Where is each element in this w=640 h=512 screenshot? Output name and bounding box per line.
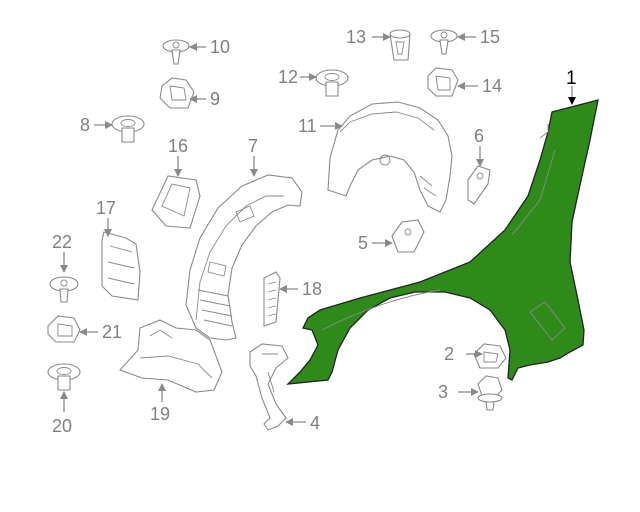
push-pin-icon[interactable]	[49, 276, 79, 303]
callout-10: 10	[210, 37, 230, 57]
callout-9: 9	[210, 89, 220, 109]
callout-3: 3	[438, 382, 448, 402]
callout-8: 8	[80, 115, 90, 135]
callout-11: 11	[298, 116, 317, 136]
front-fender-icon[interactable]	[286, 99, 599, 385]
clip-nut-icon[interactable]	[159, 77, 195, 109]
callout-18: 18	[302, 279, 322, 299]
callout-20: 20	[52, 416, 72, 436]
mounting-bracket-icon[interactable]	[391, 219, 425, 253]
callout-16: 16	[168, 136, 188, 156]
leader-lines	[60, 33, 576, 426]
rear-liner-icon[interactable]	[327, 101, 453, 213]
fender-liner-icon[interactable]	[185, 174, 303, 341]
callout-12: 12	[278, 67, 298, 87]
push-pin-icon[interactable]	[162, 39, 190, 65]
splash-shield-icon[interactable]	[119, 319, 223, 393]
callout-labels: 1 2 3 4 5 6 7 8 9 10 11 12 13 14 15 16 1…	[52, 27, 577, 436]
push-pin-icon[interactable]	[430, 29, 458, 55]
callout-6: 6	[474, 126, 484, 146]
callout-2: 2	[444, 344, 454, 364]
flange-bolt-icon[interactable]	[477, 375, 503, 411]
callout-15: 15	[480, 27, 500, 47]
seal-panel-icon[interactable]	[101, 231, 141, 301]
clip-nut-icon[interactable]	[47, 315, 81, 343]
callout-17: 17	[96, 198, 116, 218]
small-bracket-icon[interactable]	[467, 165, 491, 205]
clip-nut-icon[interactable]	[427, 67, 459, 97]
callout-14: 14	[482, 76, 502, 96]
callout-21: 21	[102, 322, 122, 342]
callout-5: 5	[358, 233, 368, 253]
grommet-icon[interactable]	[389, 29, 411, 61]
callout-13: 13	[346, 27, 366, 47]
push-rivet-icon[interactable]	[47, 363, 81, 391]
clip-nut-icon[interactable]	[473, 343, 507, 369]
support-bracket-icon[interactable]	[249, 343, 289, 431]
callout-7: 7	[248, 136, 258, 156]
push-rivet-icon[interactable]	[315, 69, 349, 97]
callout-19: 19	[150, 404, 170, 424]
vent-grille-icon[interactable]	[263, 271, 281, 327]
callout-1: 1	[566, 68, 577, 89]
callout-22: 22	[52, 232, 72, 252]
callout-4: 4	[310, 413, 320, 433]
insulator-icon[interactable]	[151, 175, 201, 229]
push-rivet-icon[interactable]	[111, 115, 145, 143]
